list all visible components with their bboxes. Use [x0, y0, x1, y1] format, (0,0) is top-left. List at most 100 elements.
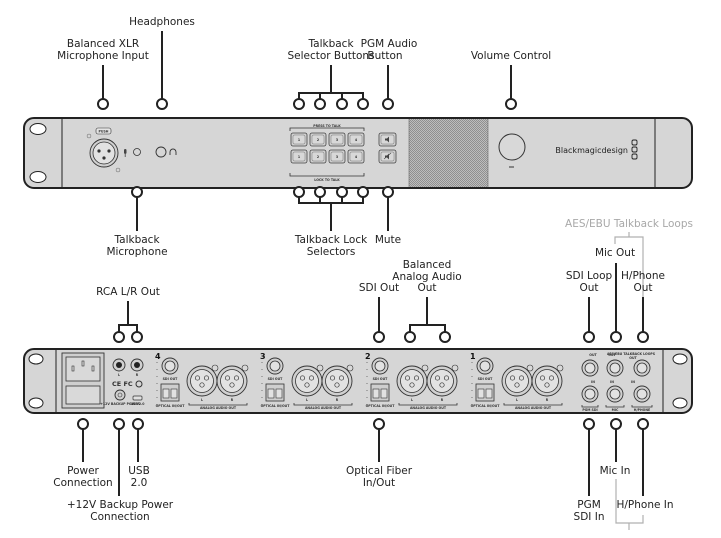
- xlr-out-right[interactable]: [531, 364, 564, 397]
- callout-dot: [293, 98, 305, 110]
- optical-fiber-port[interactable]: [265, 383, 285, 402]
- callout-dot: [132, 418, 144, 430]
- headphones-icon: [169, 148, 177, 155]
- mic-out-bnc[interactable]: [606, 359, 624, 377]
- xlr-pin: [404, 375, 411, 381]
- talkback-selector-1[interactable]: 1: [290, 132, 308, 147]
- xlr-microphone-input[interactable]: PUSH: [86, 127, 121, 173]
- xlr-pin: [224, 375, 231, 381]
- talkback-lock-4[interactable]: 4: [347, 149, 365, 164]
- callout-dot: [637, 331, 649, 343]
- sdi-loop-out-bnc[interactable]: [581, 359, 599, 377]
- xlr-out-right[interactable]: [426, 364, 459, 397]
- rear-panel: L R CE FC +12V BACKUP POWER USB 2.0 4SDI…: [23, 348, 693, 414]
- rca-left-jack[interactable]: L: [112, 358, 126, 377]
- button-face: [292, 151, 306, 162]
- sdi-out-bnc[interactable]: [371, 357, 389, 375]
- callout-dot: [373, 331, 385, 343]
- talkback-selector-4[interactable]: 4: [347, 132, 365, 147]
- hphone-out-bnc[interactable]: [633, 359, 651, 377]
- loop-group-label: AES/EBU TALKBACK LOOPS: [607, 352, 656, 356]
- xlr-pin: [544, 382, 550, 388]
- xlr-out-left[interactable]: [291, 364, 324, 397]
- fuse-drawer: [65, 385, 101, 405]
- optical-fiber-port[interactable]: [370, 383, 390, 402]
- mic-in-bnc[interactable]: [606, 385, 624, 403]
- loop-label-brackets: [581, 405, 653, 408]
- selector-number: 3: [336, 155, 338, 159]
- xlr-pin: [329, 375, 336, 381]
- channel-number: 4: [155, 352, 161, 361]
- hphone-in-bnc[interactable]: [633, 385, 651, 403]
- xlr-out-left[interactable]: [396, 364, 429, 397]
- mic-label: MIC: [612, 408, 619, 412]
- rca-right-jack[interactable]: R: [130, 358, 144, 377]
- speaker-icon: [385, 136, 389, 143]
- xlr-latch: [211, 364, 219, 372]
- bnc-inner: [374, 360, 386, 372]
- rear-panel-chassis: [23, 348, 693, 414]
- callout-label: SDI In: [574, 511, 605, 523]
- callout-label: Mic In: [600, 465, 631, 477]
- callout-dot: [610, 331, 622, 343]
- pgm-audio-button[interactable]: [378, 132, 397, 147]
- pgm-sdi-in-bnc[interactable]: [581, 385, 599, 403]
- xlr-out-right[interactable]: [216, 364, 249, 397]
- optical-port: [477, 388, 485, 399]
- group-bracket: [614, 232, 644, 320]
- bnc-inner: [609, 388, 621, 400]
- talkback-lock-2[interactable]: 2: [309, 149, 327, 164]
- backup-power-jack[interactable]: +12V BACKUP POWER: [100, 389, 140, 406]
- xlr-pin: [194, 375, 201, 381]
- optical-fiber-port[interactable]: [160, 383, 180, 402]
- mute-button[interactable]: [378, 149, 397, 164]
- xlr-pin: [514, 382, 520, 388]
- channel-side-label: L: [411, 398, 413, 402]
- iec-pin: [71, 365, 75, 372]
- selector-number: 4: [355, 155, 358, 159]
- optical-fiber-port[interactable]: [475, 383, 495, 402]
- press-to-talk-label: PRESS TO TALK: [313, 124, 341, 128]
- xlr-pin: [413, 375, 420, 381]
- callout-label: Connection: [90, 511, 149, 523]
- xlr-push-tab: [95, 127, 112, 135]
- optical-label: OPTICAL IN/OUT: [261, 404, 291, 408]
- lock-to-talk-bracket: [289, 173, 365, 177]
- usb-port[interactable]: USB 2.0: [130, 395, 145, 406]
- power-inlet[interactable]: [61, 352, 105, 409]
- channel-side-label: R: [231, 398, 234, 402]
- analog-out-label: ANALOG AUDIO OUT: [515, 406, 552, 410]
- xlr-out-left[interactable]: [186, 364, 219, 397]
- talkback-mic-grille: [133, 148, 141, 156]
- talkback-lock-3[interactable]: 3: [328, 149, 346, 164]
- callout-dot: [357, 98, 369, 110]
- channel-side-label: L: [306, 398, 308, 402]
- callout-dot: [314, 98, 326, 110]
- xlr-socket-inner: [430, 369, 454, 393]
- sdi-out-bnc[interactable]: [476, 357, 494, 375]
- headphone-jack[interactable]: [155, 146, 177, 158]
- sdi-out-bnc[interactable]: [266, 357, 284, 375]
- callout-dot: [97, 98, 109, 110]
- screw-icon: [115, 167, 121, 173]
- bnc-inner: [609, 362, 621, 374]
- xlr-out-left[interactable]: [501, 364, 534, 397]
- talkback-selector-2[interactable]: 2: [309, 132, 327, 147]
- xlr-latch: [451, 364, 459, 372]
- optical-label: OPTICAL IN/OUT: [471, 404, 501, 408]
- callout-dot: [293, 186, 305, 198]
- headphone-socket-icon: [155, 146, 167, 158]
- talkback-selector-3[interactable]: 3: [328, 132, 346, 147]
- callout-dot: [583, 418, 595, 430]
- channel-side-label: R: [336, 398, 339, 402]
- volume-control-knob[interactable]: [498, 133, 526, 168]
- talkback-lock-1[interactable]: 1: [290, 149, 308, 164]
- callout-dot: [314, 186, 326, 198]
- sdi-out-bnc[interactable]: [161, 357, 179, 375]
- selector-number: 3: [336, 138, 338, 142]
- sdi-out-label: SDI OUT: [478, 377, 494, 381]
- sdi-out-label: SDI OUT: [163, 377, 179, 381]
- xlr-out-right[interactable]: [321, 364, 354, 397]
- analog-out-bracket: [293, 403, 353, 406]
